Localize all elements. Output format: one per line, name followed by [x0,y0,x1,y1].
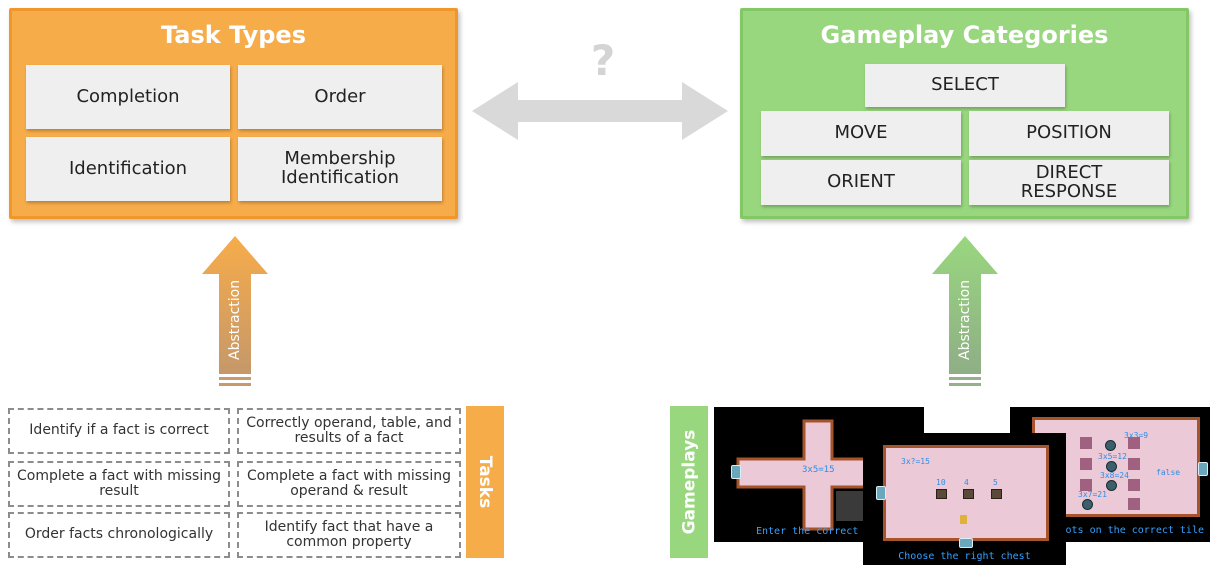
category-select: SELECT [865,64,1065,107]
door-icon [731,465,741,479]
tasks-tab: Tasks [466,406,504,558]
task-item: Order facts chronologically [8,512,230,558]
abstraction-label-right: Abstraction [957,279,973,360]
gameplay-screenshot-2: 3x?=15 10 4 5 Choose the right chest [863,433,1066,565]
fact-label: 3x3=9 [1124,431,1149,440]
question-mark: ? [590,36,616,85]
pot-icon [1106,480,1117,491]
category-move: MOVE [761,111,961,156]
fact-label: 3x?=15 [901,457,930,466]
up-arrow-icon [932,236,998,386]
task-item: Identify fact that have a common propert… [237,512,461,558]
false-label: false [1156,468,1181,477]
task-item: Identify if a fact is correct [8,408,230,454]
gameplay-categories-panel: Gameplay Categories SELECT MOVE POSITION… [740,8,1189,219]
gameplays-tab-label: Gameplays [679,429,700,535]
gameplays-tab: Gameplays [670,406,708,558]
screenshot-caption: he pots on the correct tile [1041,525,1204,536]
screenshot-caption: Enter the correct answ [756,526,889,537]
task-type-identification: Identification [26,137,230,201]
category-orient: ORIENT [761,160,961,205]
task-types-title: Task Types [161,21,306,49]
task-types-panel: Task Types Completion Order Identificati… [9,8,458,219]
task-item: Complete a fact with missing operand & r… [237,461,461,507]
fact-label: 3x7=21 [1078,490,1107,499]
category-position: POSITION [969,111,1169,156]
door-icon [1198,462,1208,476]
screenshot-caption: Choose the right chest [898,551,1031,562]
abstraction-label-left: Abstraction [227,279,243,360]
task-type-order: Order [238,65,442,129]
door-icon [876,486,886,500]
player-icon [960,515,967,524]
gameplay-categories-title: Gameplay Categories [820,21,1109,49]
tasks-tab-label: Tasks [475,455,496,509]
chest-label: 4 [964,478,969,487]
fact-label: 3x8=24 [1100,471,1129,480]
pot-icon [1082,499,1093,510]
up-arrow-icon [202,236,268,386]
chest-icon [991,489,1002,499]
chest-icon [936,489,947,499]
pot-icon [1105,440,1116,451]
door-icon [959,538,973,548]
chest-label: 5 [993,478,998,487]
double-arrow-icon [472,82,728,140]
fact-label: 3x5=15 [802,465,835,475]
fact-label: 3x5=12 [1098,452,1127,461]
category-direct-response: DIRECT RESPONSE [969,160,1169,205]
chest-label: 10 [936,478,946,487]
task-item: Complete a fact with missing result [8,461,230,507]
task-item: Correctly operand, table, and results of… [237,408,461,454]
task-type-completion: Completion [26,65,230,129]
pot-icon [1106,461,1117,472]
chest-icon [963,489,974,499]
task-type-membership-identification: Membership Identification [238,137,442,201]
